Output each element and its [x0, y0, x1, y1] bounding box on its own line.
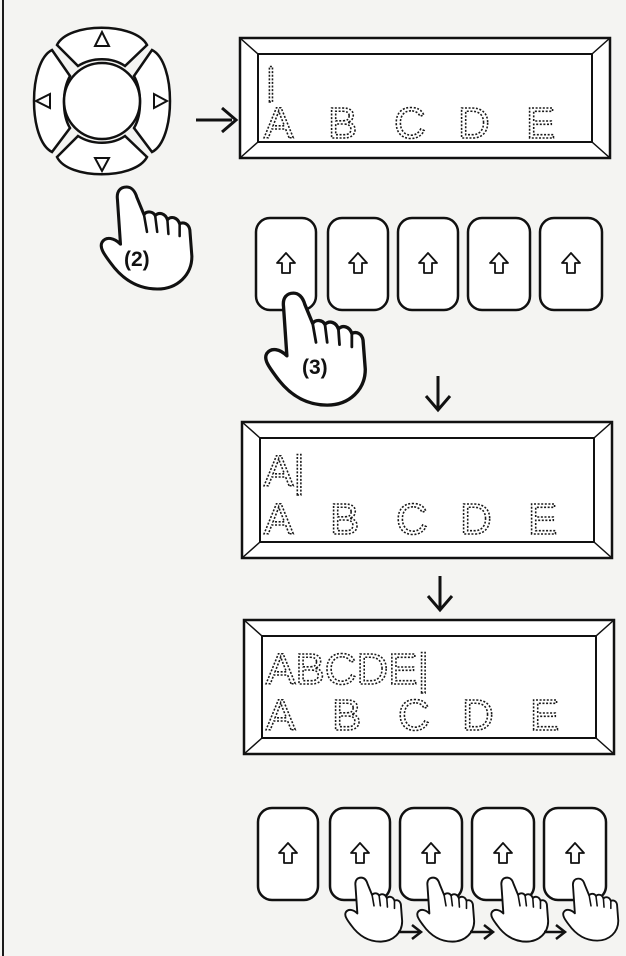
right-arrow-icon [470, 924, 496, 940]
hand-pointer-icon [101, 187, 192, 289]
right-arrow-icon [544, 924, 568, 940]
display-char: A [266, 691, 296, 740]
display-char: D [460, 495, 492, 544]
key-row-1 [254, 216, 604, 312]
key-button[interactable] [466, 216, 532, 312]
lcd-display-3: ABCDE| A B C D E [242, 618, 616, 756]
key-button[interactable] [538, 216, 604, 312]
dpad-center-button[interactable] [62, 61, 142, 141]
down-arrow-icon [426, 576, 454, 613]
lcd-display-1: | A B C D E [238, 36, 612, 160]
display-char: A [264, 495, 294, 544]
display-line-1: ABCDE| [266, 645, 429, 694]
display-line-1: A| [264, 447, 305, 496]
display-char: C [396, 495, 428, 544]
display-char: E [528, 495, 557, 544]
step-3-label: (3) [302, 356, 328, 379]
display-char: C [398, 691, 430, 740]
down-arrow-icon [424, 376, 452, 413]
dpad-down-button[interactable] [55, 134, 149, 176]
display-char: B [328, 99, 357, 148]
key-button[interactable] [256, 806, 320, 902]
key-button[interactable] [326, 216, 390, 312]
dpad [32, 26, 172, 176]
down-triangle-icon [93, 157, 111, 174]
display-char: D [458, 99, 490, 148]
display-line-1: | [266, 61, 276, 103]
display-char: B [332, 691, 361, 740]
right-triangle-icon [153, 92, 170, 110]
left-triangle-icon [33, 92, 51, 110]
lcd-display-2: A| A B C D E [240, 420, 614, 560]
display-char: D [462, 691, 494, 740]
display-char: E [526, 99, 555, 148]
display-char: B [330, 495, 359, 544]
hand-sequence [344, 876, 620, 943]
display-char: A [264, 99, 294, 148]
display-char: E [530, 691, 559, 740]
dpad-up-button[interactable] [55, 26, 149, 68]
step-2-label: (2) [124, 248, 150, 271]
right-arrow-icon [398, 924, 424, 940]
up-triangle-icon [93, 29, 111, 47]
right-arrow-icon [196, 106, 239, 134]
key-button[interactable] [396, 216, 460, 312]
display-char: C [394, 99, 426, 148]
